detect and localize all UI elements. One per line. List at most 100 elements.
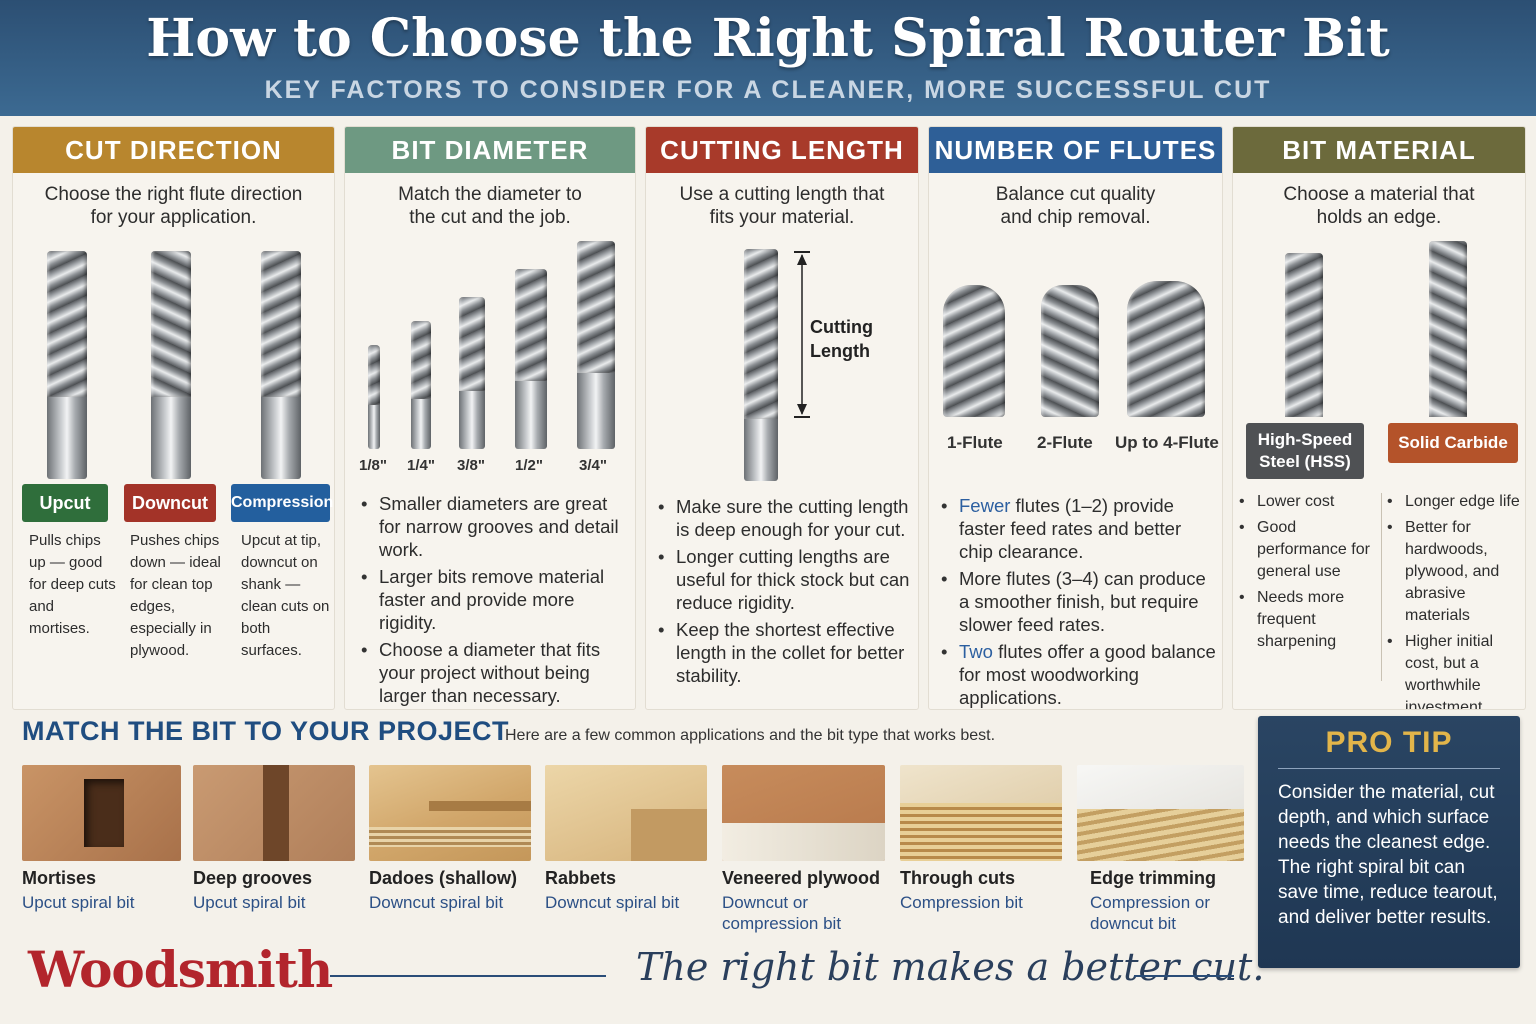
bit-diameter-bullet: Larger bits remove material faster and p…: [357, 565, 633, 634]
upcut-label: Upcut: [22, 484, 108, 522]
bit-material-description: Choose a material that holds an edge.: [1283, 184, 1475, 228]
hss-bullet: Needs more frequent sharpening: [1235, 587, 1377, 653]
cutting-length-bit-image: [744, 249, 778, 481]
project-bit-veneered-plywood: Downcut or compression bit: [722, 893, 842, 933]
pro-tip-text: Consider the material, cut depth, and wh…: [1278, 782, 1498, 928]
hss-bullets: Lower cost Good performance for general …: [1235, 491, 1377, 657]
four-flute-label: Up to 4-Flute: [1115, 433, 1219, 452]
carbide-bullets: Longer edge life Better for hardwoods, p…: [1383, 491, 1525, 709]
bit-material-heading: BIT MATERIAL: [1233, 127, 1525, 173]
footer-line-right: [1134, 975, 1234, 977]
hss-bit-image: [1285, 253, 1323, 417]
project-bit-edge-trimming: Compression or downcut bit: [1090, 893, 1210, 933]
bit-diameter-bullet: Smaller diameters are great for narrow g…: [357, 492, 633, 561]
cutting-length-bullet: Make sure the cutting length is deep eno…: [654, 495, 916, 541]
bit-diameter-description: Match the diameter to the cut and the jo…: [398, 184, 582, 228]
carbide-bullet: Higher initial cost, but a worthwhile in…: [1383, 631, 1525, 709]
header-banner: How to Choose the Right Spiral Router Bi…: [0, 0, 1536, 116]
upcut-description: Pulls chips up — good for deep cuts and …: [29, 532, 116, 637]
downcut-bit-image: [151, 251, 191, 479]
veneered-plywood-image: [722, 765, 885, 861]
compression-label: Compression: [231, 484, 333, 522]
dimension-arrow-icon: [792, 251, 812, 419]
two-flute-bit-image: [1041, 285, 1099, 417]
bit-diameter-panel: BIT DIAMETER Match the diameter to the c…: [344, 126, 636, 710]
project-bit-rabbets: Downcut spiral bit: [545, 893, 680, 912]
project-name-deep-grooves: Deep grooves: [193, 868, 313, 888]
number-of-flutes-heading: NUMBER OF FLUTES: [929, 127, 1222, 173]
woodsmith-logo: Woodsmith: [28, 940, 333, 999]
cut-direction-heading: CUT DIRECTION: [13, 127, 334, 173]
downcut-description: Pushes chips down — ideal for clean top …: [130, 532, 221, 659]
size-label-half: 1/2": [515, 457, 543, 474]
project-name-dadoes: Dadoes (shallow): [369, 868, 518, 888]
cut-direction-description: Choose the right flute direction for you…: [44, 184, 303, 228]
cutting-length-bullet: Longer cutting lengths are useful for th…: [654, 545, 916, 614]
carbide-bullet: Better for hardwoods, plywood, and abras…: [1383, 517, 1525, 627]
cutting-length-bullets: Make sure the cutting length is deep eno…: [654, 495, 916, 691]
flutes-bullet: More flutes (3–4) can produce a smoother…: [937, 567, 1219, 636]
project-bit-dadoes: Downcut spiral bit: [369, 893, 504, 912]
project-name-mortises: Mortises: [22, 868, 97, 888]
page-title: How to Choose the Right Spiral Router Bi…: [146, 8, 1390, 69]
bit-material-panel: BIT MATERIAL Choose a material that hold…: [1232, 126, 1526, 710]
four-flute-bit-image: [1127, 281, 1205, 417]
pro-tip-title: PRO TIP: [1325, 726, 1453, 759]
cutting-length-dimension-label: Cutting Length: [810, 317, 873, 361]
match-section-subtitle: Here are a few common applications and t…: [505, 727, 996, 744]
size-label-three-quarter: 3/4": [579, 457, 607, 474]
material-divider: [1381, 493, 1382, 681]
bit-quarter-inch-image: [411, 321, 431, 449]
bit-diameter-bullets: Smaller diameters are great for narrow g…: [357, 492, 633, 709]
flutes-bullet: Two flutes offer a good balance for most…: [937, 640, 1219, 709]
flutes-bullet: Fewer flutes (1–2) provide faster feed r…: [937, 494, 1219, 563]
hss-bullet: Good performance for general use: [1235, 517, 1377, 583]
footer-line-left: [330, 975, 606, 977]
hss-label: High-Speed Steel (HSS): [1246, 423, 1364, 479]
match-section-title: MATCH THE BIT TO YOUR PROJECT: [22, 716, 510, 746]
project-bit-deep-grooves: Upcut spiral bit: [193, 893, 306, 912]
dado-plywood-image: [369, 765, 531, 861]
one-flute-bit-image: [943, 285, 1005, 417]
one-flute-label: 1-Flute: [947, 433, 1003, 452]
pro-tip-divider: [1278, 768, 1500, 769]
project-name-veneered-plywood: Veneered plywood: [722, 868, 881, 888]
edge-trim-panel-image: [1077, 765, 1244, 861]
bit-diameter-heading: BIT DIAMETER: [345, 127, 635, 173]
mortise-wood-image: [22, 765, 181, 861]
carbide-bullet: Longer edge life: [1383, 491, 1525, 513]
downcut-label: Downcut: [124, 484, 216, 522]
project-bit-through-cuts: Compression bit: [900, 893, 1023, 912]
compression-description: Upcut at tip, downcut on shank — clean c…: [241, 532, 330, 659]
rabbet-wood-image: [545, 765, 707, 861]
hss-bullet: Lower cost: [1235, 491, 1377, 513]
project-name-through-cuts: Through cuts: [900, 868, 1015, 888]
cut-direction-panel: CUT DIRECTION Choose the right flute dir…: [12, 126, 335, 710]
through-cut-plywood-image: [900, 765, 1062, 861]
carbide-label: Solid Carbide: [1388, 423, 1518, 463]
cutting-length-description: Use a cutting length that fits your mate…: [679, 184, 885, 228]
bit-three-quarter-inch-image: [577, 241, 615, 449]
project-name-rabbets: Rabbets: [545, 868, 617, 888]
carbide-bit-image: [1429, 241, 1467, 417]
bit-three-eighths-inch-image: [459, 297, 485, 449]
size-label-eighth: 1/8": [359, 457, 387, 474]
upcut-bit-image: [47, 251, 87, 479]
cutting-length-panel: CUTTING LENGTH Use a cutting length that…: [645, 126, 919, 710]
project-name-edge-trimming: Edge trimming: [1090, 868, 1217, 888]
bit-eighth-inch-image: [368, 345, 380, 449]
cutting-length-heading: CUTTING LENGTH: [646, 127, 918, 173]
footer-tagline: The right bit makes a better cut.: [636, 945, 1265, 989]
project-bit-mortises: Upcut spiral bit: [22, 893, 135, 912]
two-flute-label: 2-Flute: [1037, 433, 1093, 452]
size-label-three-eighths: 3/8": [457, 457, 485, 474]
cutting-length-bullet: Keep the shortest effective length in th…: [654, 618, 916, 687]
page-subtitle: KEY FACTORS TO CONSIDER FOR A CLEANER, M…: [264, 76, 1272, 104]
number-of-flutes-panel: NUMBER OF FLUTES Balance cut quality and…: [928, 126, 1223, 710]
bit-diameter-bullet: Choose a diameter that fits your project…: [357, 638, 633, 707]
deep-groove-wood-image: [193, 765, 355, 861]
compression-bit-image: [261, 251, 301, 479]
number-of-flutes-description: Balance cut quality and chip removal.: [995, 184, 1156, 228]
size-label-quarter: 1/4": [407, 457, 435, 474]
pro-tip-box: PRO TIP Consider the material, cut depth…: [1258, 716, 1520, 968]
